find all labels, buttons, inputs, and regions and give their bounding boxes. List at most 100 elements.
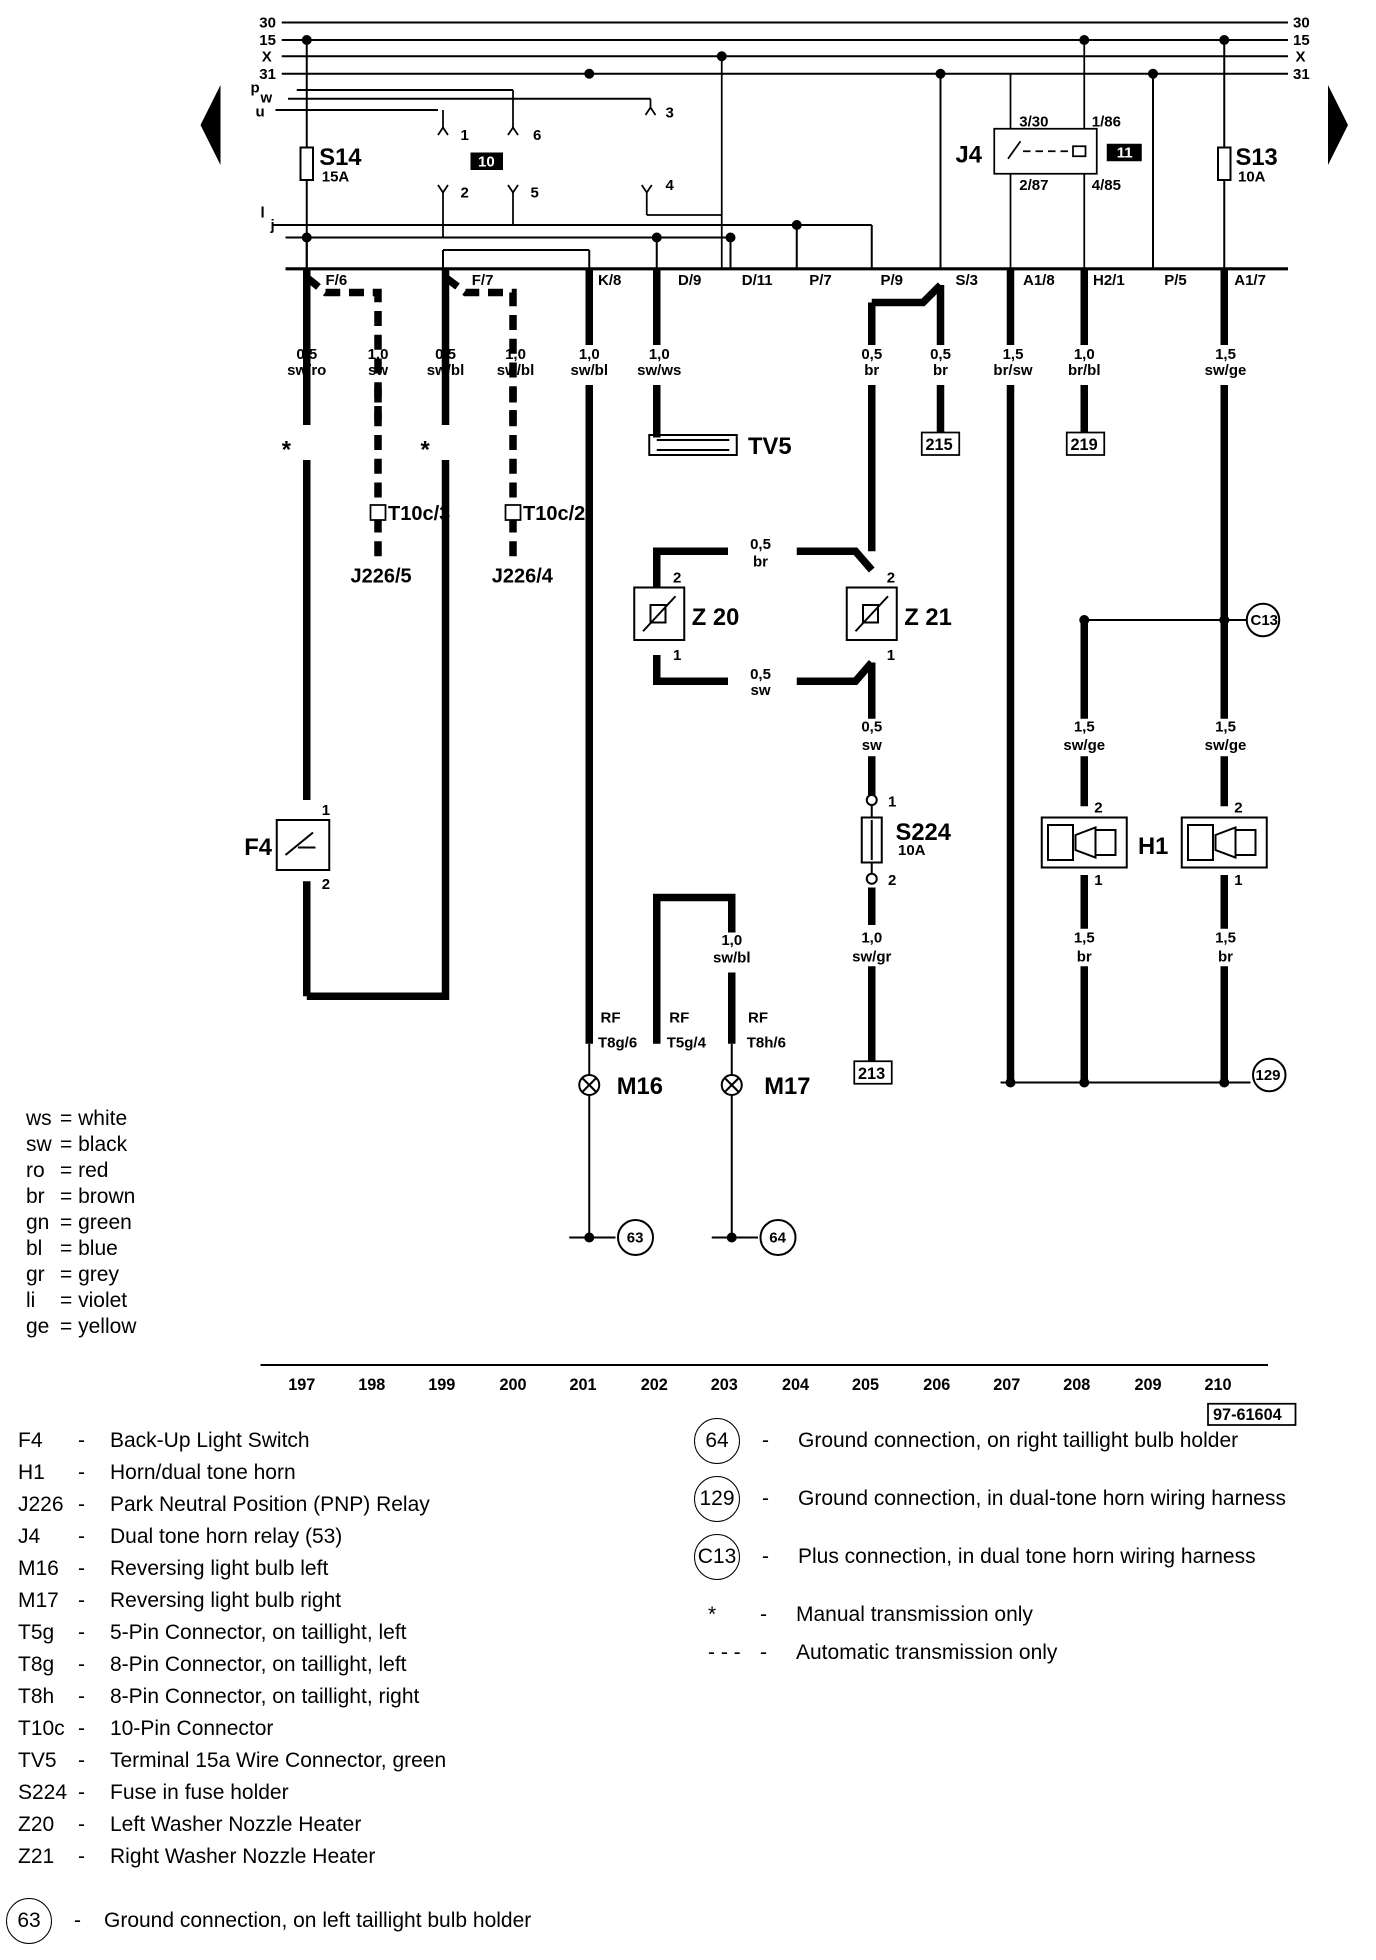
s13-label: S13 xyxy=(1236,144,1278,171)
mid-wire-color-7: br xyxy=(1077,948,1092,965)
color-code-legend: ws= white sw= black ro= red br= brown gn… xyxy=(26,1106,136,1340)
legend-row: TV5-Terminal 15a Wire Connector, green xyxy=(18,1748,446,1780)
color-code: bl xyxy=(26,1237,43,1260)
t10c2-label: T10c/2 xyxy=(523,503,585,525)
legend-desc: Back-Up Light Switch xyxy=(110,1429,310,1452)
color-row: li= violet xyxy=(26,1289,128,1312)
g64-circle-label: 64 xyxy=(769,1230,786,1247)
mid-wire-size-1: 0,5 xyxy=(750,666,771,683)
color-row: ws= white xyxy=(26,1107,128,1130)
wire-color-10: sw/ge xyxy=(1205,362,1247,379)
rail-label-u: u xyxy=(256,103,265,120)
legend-code: H1 xyxy=(18,1461,45,1484)
color-row: bl= blue xyxy=(26,1237,118,1260)
color-row: gr= grey xyxy=(26,1263,119,1286)
conn-p7: P/7 xyxy=(809,272,832,289)
rf-label-3: RF xyxy=(748,1010,768,1027)
color-row: ge= yellow xyxy=(26,1315,137,1338)
legend-row: Z20-Left Washer Nozzle Heater xyxy=(18,1812,446,1844)
ground-legend-row: 129 - Ground connection, in dual-tone ho… xyxy=(694,1476,1354,1522)
conn-a17: A1/7 xyxy=(1234,272,1266,289)
col-202: 202 xyxy=(641,1376,668,1394)
rail-label-x-right: X xyxy=(1296,48,1306,65)
f4-pin-1: 1 xyxy=(322,802,330,819)
legend-row: M16-Reversing light bulb left xyxy=(18,1556,446,1588)
rail-label-15: 15 xyxy=(259,32,276,49)
conn-f6: F/6 xyxy=(326,272,348,289)
legend-desc: 8-Pin Connector, on taillight, left xyxy=(110,1653,407,1676)
prev-page-arrow[interactable] xyxy=(200,85,221,165)
ref-213: 213 xyxy=(858,1065,885,1083)
mid-wire-size-8: 1,5 xyxy=(1215,930,1236,947)
color-row: gn= green xyxy=(26,1211,132,1234)
wire-size-0: 0,5 xyxy=(296,346,317,363)
legend-code: Z20 xyxy=(18,1813,55,1836)
ref-215: 215 xyxy=(926,436,953,454)
conn-h21: H2/1 xyxy=(1093,272,1125,289)
mid-wire-size-2: 0,5 xyxy=(861,718,882,735)
rail-label-31-right: 31 xyxy=(1293,66,1310,83)
s224-label: S224 xyxy=(896,819,952,846)
legend-code: J226 xyxy=(18,1493,64,1516)
ground-circles xyxy=(617,602,1287,1256)
legend-code: T10c xyxy=(18,1717,65,1740)
mid-wire-color-1: sw xyxy=(750,682,770,699)
z20-label: Z 20 xyxy=(692,604,740,631)
t10c-connectors xyxy=(369,504,522,521)
legend-row: M17-Reversing light bulb right xyxy=(18,1588,446,1620)
ground-63-legend: 63 - Ground connection, on left tailligh… xyxy=(6,1898,531,1944)
conn-p5: P/5 xyxy=(1164,272,1187,289)
s14-label: S14 xyxy=(319,144,362,171)
wire-color-7: br xyxy=(933,362,948,379)
f4-label: F4 xyxy=(244,834,273,861)
mid-wire-color-6: sw/gr xyxy=(852,948,891,965)
ground-legend-desc: Plus connection, in dual tone horn wirin… xyxy=(798,1545,1256,1568)
rail-label-31: 31 xyxy=(259,66,276,83)
wire-size-9: 1,0 xyxy=(1074,346,1095,363)
s224-pin-2: 2 xyxy=(888,872,896,889)
c13-symbol: C13 xyxy=(694,1534,740,1580)
j226-5-label: J226/5 xyxy=(351,566,412,588)
f4-pin-2: 2 xyxy=(322,876,330,893)
conn-s3: S/3 xyxy=(956,272,979,289)
z20-pin-1: 1 xyxy=(673,647,681,664)
legend-desc: 5-Pin Connector, on taillight, left xyxy=(110,1621,407,1644)
wire-color-4: sw/bl xyxy=(570,362,608,379)
col-201: 201 xyxy=(569,1376,596,1394)
color-name: black xyxy=(78,1133,128,1156)
ground-legend-row: C13 - Plus connection, in dual tone horn… xyxy=(694,1534,1354,1580)
legend-code: Z21 xyxy=(18,1845,55,1868)
component-legend: F4-Back-Up Light Switch H1-Horn/dual ton… xyxy=(18,1428,446,1876)
col-200: 200 xyxy=(499,1376,526,1394)
legend-code: TV5 xyxy=(18,1749,57,1772)
legend-desc: Park Neutral Position (PNP) Relay xyxy=(110,1493,430,1516)
color-row: sw= black xyxy=(26,1133,128,1156)
legend-desc: Fuse in fuse holder xyxy=(110,1781,289,1804)
wire-size-7: 0,5 xyxy=(930,346,951,363)
j4-label: J4 xyxy=(956,142,983,169)
switch-pin-2: 2 xyxy=(461,185,469,202)
wire-size-1: 1,0 xyxy=(368,346,389,363)
s224-fuse xyxy=(860,794,883,885)
legend-code: S224 xyxy=(18,1781,68,1804)
col-199: 199 xyxy=(428,1376,455,1394)
ground-63-desc: Ground connection, on left taillight bul… xyxy=(104,1909,532,1932)
next-page-arrow[interactable] xyxy=(1328,85,1348,165)
s224-pin-1: 1 xyxy=(888,793,896,810)
h1-label: H1 xyxy=(1138,833,1168,860)
switch-pin-1: 1 xyxy=(461,127,469,144)
conn-a18: A1/8 xyxy=(1023,272,1055,289)
legend-row: T8h-8-Pin Connector, on taillight, right xyxy=(18,1684,446,1716)
mid-wire-size-4: 1,5 xyxy=(1215,718,1236,735)
doc-id: 97-61604 xyxy=(1213,1406,1282,1424)
s13-rating: 10A xyxy=(1238,168,1266,185)
h1-right-pin-2: 2 xyxy=(1234,800,1242,817)
legend-desc: 10-Pin Connector xyxy=(110,1717,274,1740)
washer-heaters xyxy=(633,586,898,641)
mid-wire-size-0: 0,5 xyxy=(750,536,771,553)
rf-conn-2: T5g/4 xyxy=(667,1035,707,1052)
legend-code: F4 xyxy=(18,1429,43,1452)
ground-legend-desc: Ground connection, on right taillight bu… xyxy=(798,1429,1239,1452)
legend-row: T10c-10-Pin Connector xyxy=(18,1716,446,1748)
g63-circle-label: 63 xyxy=(627,1230,644,1247)
